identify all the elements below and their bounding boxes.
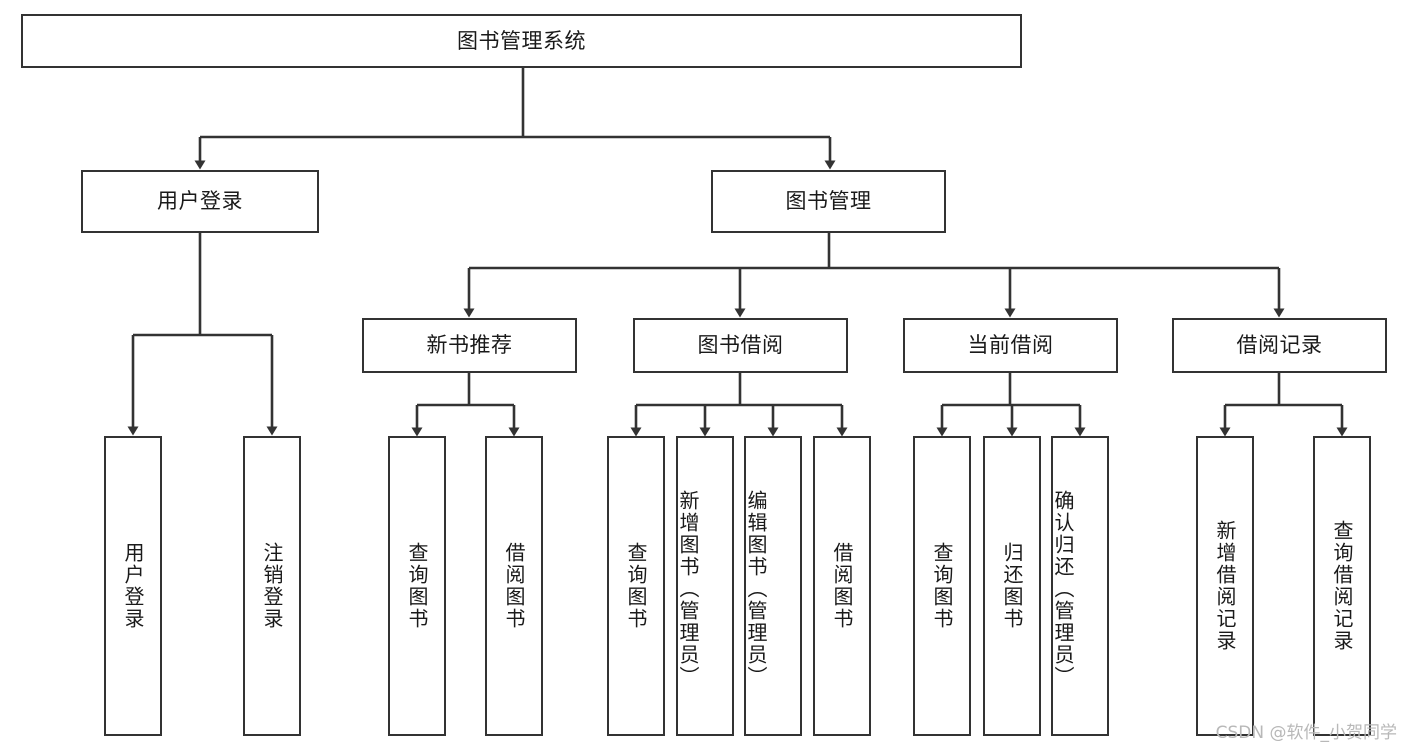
node-leaf-user-logout-label: 注销登录 — [260, 542, 284, 630]
node-leaf-return-book-label: 归还图书 — [1000, 542, 1024, 630]
node-leaf-add-borrow-record-label: 新增借阅记录 — [1213, 520, 1237, 652]
node-leaf-borrow-book-2-label: 借阅图书 — [830, 542, 854, 630]
node-book-borrow-label: 图书借阅 — [697, 333, 784, 358]
node-borrow-record[interactable]: 借阅记录 — [1172, 318, 1387, 373]
node-leaf-borrow-book-2[interactable]: 借阅图书 — [813, 436, 871, 736]
node-leaf-add-book-admin-label: 新增图书（管理员） — [676, 490, 700, 688]
node-new-book-recommend-label: 新书推荐 — [426, 333, 513, 358]
node-book-manage-label: 图书管理 — [785, 189, 872, 214]
node-leaf-return-book[interactable]: 归还图书 — [983, 436, 1041, 736]
node-borrow-record-label: 借阅记录 — [1236, 333, 1323, 358]
node-leaf-query-book-2[interactable]: 查询图书 — [607, 436, 665, 736]
node-leaf-user-logout[interactable]: 注销登录 — [243, 436, 301, 736]
watermark-text: CSDN @软件_小贺同学 — [1215, 723, 1397, 743]
node-book-manage[interactable]: 图书管理 — [711, 170, 946, 233]
node-leaf-borrow-book-1-label: 借阅图书 — [502, 542, 526, 630]
node-new-book-recommend[interactable]: 新书推荐 — [362, 318, 577, 373]
node-leaf-query-borrow-record[interactable]: 查询借阅记录 — [1313, 436, 1371, 736]
node-root[interactable]: 图书管理系统 — [21, 14, 1022, 68]
node-leaf-add-borrow-record[interactable]: 新增借阅记录 — [1196, 436, 1254, 736]
node-leaf-query-book-1[interactable]: 查询图书 — [388, 436, 446, 736]
node-current-borrow-label: 当前借阅 — [967, 333, 1054, 358]
node-leaf-confirm-return-admin-label: 确认归还（管理员） — [1051, 490, 1075, 688]
node-leaf-query-book-2-label: 查询图书 — [624, 542, 648, 630]
node-leaf-add-book-admin[interactable]: 新增图书（管理员） — [676, 436, 734, 736]
node-book-borrow[interactable]: 图书借阅 — [633, 318, 848, 373]
node-leaf-query-borrow-record-label: 查询借阅记录 — [1330, 520, 1354, 652]
node-leaf-edit-book-admin-label: 编辑图书（管理员） — [744, 490, 768, 688]
node-user-login-label: 用户登录 — [157, 189, 243, 214]
node-current-borrow[interactable]: 当前借阅 — [903, 318, 1118, 373]
node-leaf-query-book-3[interactable]: 查询图书 — [913, 436, 971, 736]
node-leaf-edit-book-admin[interactable]: 编辑图书（管理员） — [744, 436, 802, 736]
node-user-login[interactable]: 用户登录 — [81, 170, 319, 233]
node-leaf-user-login[interactable]: 用户登录 — [104, 436, 162, 736]
node-leaf-borrow-book-1[interactable]: 借阅图书 — [485, 436, 543, 736]
node-root-label: 图书管理系统 — [457, 28, 586, 53]
node-leaf-query-book-3-label: 查询图书 — [930, 542, 954, 630]
node-leaf-query-book-1-label: 查询图书 — [405, 542, 429, 630]
node-leaf-confirm-return-admin[interactable]: 确认归还（管理员） — [1051, 436, 1109, 736]
node-leaf-user-login-label: 用户登录 — [121, 542, 145, 630]
